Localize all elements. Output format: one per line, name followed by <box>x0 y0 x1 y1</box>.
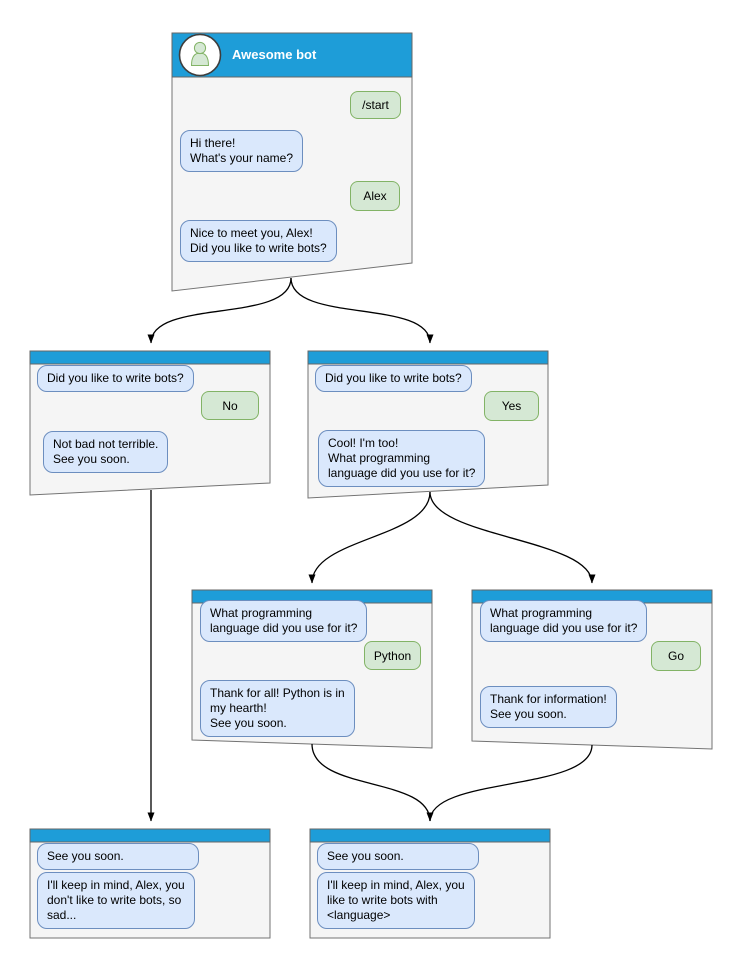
bot-message-keep-in-mind-no: I'll keep in mind, Alex, you don't like … <box>37 872 195 929</box>
arrow-python-to-end <box>311 743 434 822</box>
bot-message-question: Did you like to write bots? <box>37 365 194 392</box>
bot-message-language-question: What programming language did you use fo… <box>200 600 368 642</box>
bot-message-question: Did you like to write bots? <box>315 365 472 392</box>
user-reply-python[interactable]: Python <box>364 641 421 670</box>
bot-message-python-thanks: Thank for all! Python is in my hearth! S… <box>200 680 355 737</box>
bot-message-not-bad: Not bad not terrible. See you soon. <box>43 431 169 473</box>
user-message-start[interactable]: /start <box>350 91 401 119</box>
chat-window-end-no: See you soon. I'll keep in mind, Alex, y… <box>30 829 270 938</box>
bot-message-language-question: What programming language did you use fo… <box>480 600 648 642</box>
chat-window-branch-yes: Did you like to write bots? Yes Cool! I'… <box>308 351 548 498</box>
chat-window-branch-go: What programming language did you use fo… <box>472 590 712 749</box>
user-reply-yes[interactable]: Yes <box>484 391 539 421</box>
person-icon-head <box>193 41 207 55</box>
bot-message-go-thanks: Thank for information! See you soon. <box>480 686 617 728</box>
bot-message-nice-to-meet: Nice to meet you, Alex! Did you like to … <box>180 220 337 262</box>
header-bar-end-yes <box>309 828 551 843</box>
chat-window-end-yes: See you soon. I'll keep in mind, Alex, y… <box>310 829 550 938</box>
user-reply-no[interactable]: No <box>201 391 259 420</box>
bot-message-cool: Cool! I'm too! What programming language… <box>318 430 486 487</box>
arrow-go-to-end <box>429 744 593 822</box>
chat-window-branch-python: What programming language did you use fo… <box>192 590 432 748</box>
header-bar-branch-no <box>29 350 271 365</box>
user-reply-go[interactable]: Go <box>651 641 701 671</box>
bot-title: Awesome bot <box>232 47 317 62</box>
arrow-main-to-no <box>147 277 292 344</box>
user-message-name[interactable]: Alex <box>350 181 400 211</box>
bot-message-greeting: Hi there! What's your name? <box>180 130 304 172</box>
header-bar-branch-yes <box>307 350 549 365</box>
arrow-yes-to-go <box>429 491 596 584</box>
bot-avatar <box>178 33 222 77</box>
bot-message-see-you: See you soon. <box>317 843 479 870</box>
bot-message-keep-in-mind-yes: I'll keep in mind, Alex, you like to wri… <box>317 872 475 929</box>
chat-window-branch-no: Did you like to write bots? No Not bad n… <box>30 351 270 498</box>
chat-window-main: Awesome bot /start Hi there! What's your… <box>172 33 412 291</box>
bot-message-see-you: See you soon. <box>37 843 199 870</box>
arrow-yes-to-python <box>308 491 431 584</box>
arrow-main-to-yes <box>290 277 434 344</box>
header-bar-end-no <box>29 828 271 843</box>
